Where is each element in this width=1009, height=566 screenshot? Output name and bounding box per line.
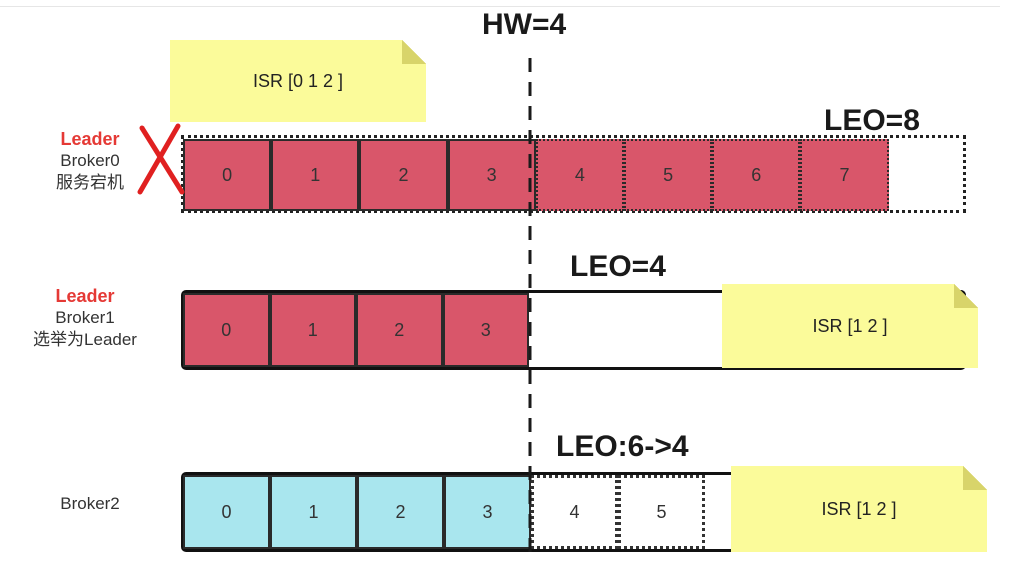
log-cell: 3 <box>447 139 536 211</box>
top-divider <box>0 6 1000 7</box>
note-fold-corner <box>963 466 987 490</box>
truncated-log-cell: 5 <box>618 475 705 549</box>
isr-note-broker1: ISR [1 2 ] <box>722 284 978 368</box>
truncated-log-cell: 4 <box>531 475 618 549</box>
broker1-name: Broker1 <box>55 308 115 327</box>
isr-label-broker1: ISR [1 2 ] <box>812 315 888 336</box>
log-cell: 7 <box>800 139 889 211</box>
log-cell: 0 <box>183 293 270 367</box>
isr-note-broker2: ISR [1 2 ] <box>731 466 987 552</box>
broker0-role: Leader <box>60 129 120 149</box>
log-cell: 2 <box>357 475 444 549</box>
isr-label-broker2: ISR [1 2 ] <box>821 498 897 519</box>
broker2-label: Broker2 <box>20 493 160 515</box>
broker1-label: Leader Broker1 选举为Leader <box>10 285 160 351</box>
log-cell: 0 <box>183 139 272 211</box>
broker0-name: Broker0 <box>60 151 120 170</box>
log-cell: 5 <box>624 139 713 211</box>
note-fold-corner <box>954 284 978 308</box>
log-cell: 0 <box>183 475 270 549</box>
cross-mark-icon <box>137 123 185 195</box>
log-cell: 1 <box>269 293 356 367</box>
log-cell: 2 <box>356 293 443 367</box>
log-cell: 6 <box>712 139 801 211</box>
leo-label-broker1: LEO=4 <box>570 250 666 283</box>
log-cell: 1 <box>271 139 360 211</box>
note-fold-corner <box>402 40 426 64</box>
isr-label-broker0: ISR [0 1 2 ] <box>252 70 344 91</box>
broker2-name: Broker2 <box>60 494 120 513</box>
broker0-label: Leader Broker0 服务宕机 <box>20 128 160 194</box>
broker1-status: 选举为Leader <box>33 330 137 349</box>
log-cell: 3 <box>444 475 531 549</box>
broker1-role: Leader <box>55 286 115 306</box>
leo-label-broker2: LEO:6->4 <box>556 430 689 463</box>
log-cell: 3 <box>442 293 529 367</box>
isr-note-broker0: ISR [0 1 2 ] <box>170 40 426 122</box>
log-cell: 2 <box>359 139 448 211</box>
leo-label-broker0: LEO=8 <box>824 104 920 137</box>
broker0-log-outline <box>181 135 966 213</box>
log-cell: 1 <box>270 475 357 549</box>
hw-label: HW=4 <box>482 8 567 41</box>
log-cell: 4 <box>535 139 624 211</box>
broker0-status: 服务宕机 <box>56 173 124 192</box>
